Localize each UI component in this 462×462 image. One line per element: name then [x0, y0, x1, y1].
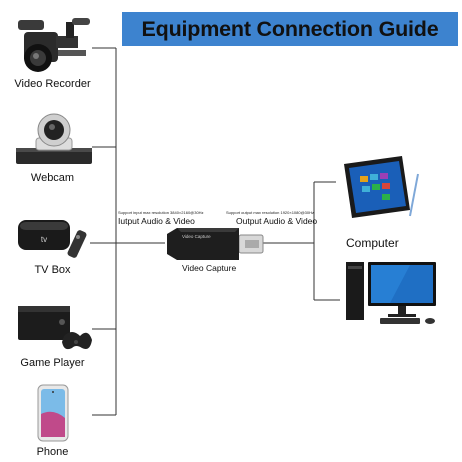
- computer-label: Computer: [346, 236, 399, 250]
- page-title: Equipment Connection Guide: [141, 16, 439, 41]
- video-recorder-icon: [18, 18, 90, 72]
- video-capture-label: Video Capture: [182, 263, 237, 273]
- tv-box-icon: tv: [18, 220, 87, 258]
- input-label: Iutput Audio & Video: [118, 216, 195, 226]
- webcam-icon: [16, 113, 92, 164]
- title-banner: Equipment Connection Guide: [122, 12, 458, 46]
- game-player-label: Game Player: [20, 357, 85, 369]
- video-capture-device-icon: [167, 228, 264, 260]
- desktop-computer-icon: [346, 262, 436, 324]
- webcam-label: Webcam: [30, 172, 75, 184]
- device-text: Video Capture: [182, 234, 211, 239]
- svg-text:tv: tv: [41, 235, 47, 244]
- video-recorder-label: Video Recorder: [14, 78, 91, 90]
- game-player-icon: [18, 306, 92, 350]
- output-note: Support output max resolution 1920×1080@…: [226, 210, 315, 215]
- input-note: Support input max resolution 3840×2160@3…: [118, 210, 204, 215]
- output-label: Output Audio & Video: [236, 216, 318, 226]
- tablet-computer-icon: [344, 156, 419, 218]
- tv-box-label: TV Box: [34, 264, 71, 276]
- phone-icon: [37, 384, 69, 442]
- phone-label: Phone: [36, 446, 69, 458]
